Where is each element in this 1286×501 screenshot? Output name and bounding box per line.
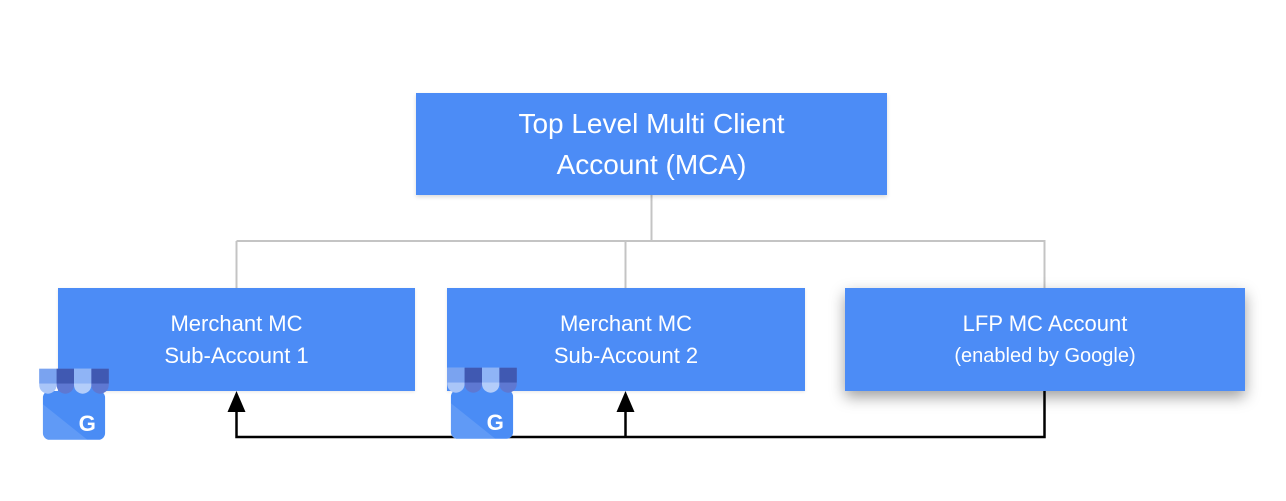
google-my-business-icon: G <box>39 368 109 440</box>
arrowhead-sub1 <box>227 391 246 412</box>
storefront-awning <box>447 367 517 393</box>
arrowheads <box>227 391 635 412</box>
storefront-body <box>450 389 514 439</box>
black-arrow-lines <box>235 391 1046 439</box>
storefront-awning <box>39 368 109 394</box>
google-g-letter: G <box>487 410 504 435</box>
node-label-line2: Sub-Account 1 <box>164 342 309 368</box>
google-g-letter: G <box>79 411 96 436</box>
node-label-line1: LFP MC Account <box>962 310 1128 336</box>
node-label-line2: (enabled by Google) <box>954 344 1136 367</box>
gray-tree-connectors <box>235 195 1046 288</box>
node-label-line1: Merchant MC <box>170 310 303 336</box>
node-top-level-mca: Top Level Multi Client Account (MCA) <box>416 93 887 195</box>
node-label-line2: Account (MCA) <box>556 149 747 180</box>
google-my-business-icon: G <box>447 367 517 439</box>
arrow-line-lfp-to-sub1 <box>235 391 1046 439</box>
arrowhead-sub2 <box>616 391 635 412</box>
storefront-body <box>42 390 106 440</box>
node-label-line2: Sub-Account 2 <box>553 342 699 368</box>
node-merchant-sub-account-2: Merchant MC Sub-Account 2 <box>447 288 805 391</box>
storefront-fold <box>450 403 496 439</box>
node-merchant-sub-account-1: Merchant MC Sub-Account 1 <box>58 288 415 391</box>
node-label-line1: Top Level Multi Client <box>518 108 785 139</box>
node-label-line1: Merchant MC <box>559 310 693 336</box>
node-lfp-mc-account: LFP MC Account (enabled by Google) <box>845 288 1245 391</box>
